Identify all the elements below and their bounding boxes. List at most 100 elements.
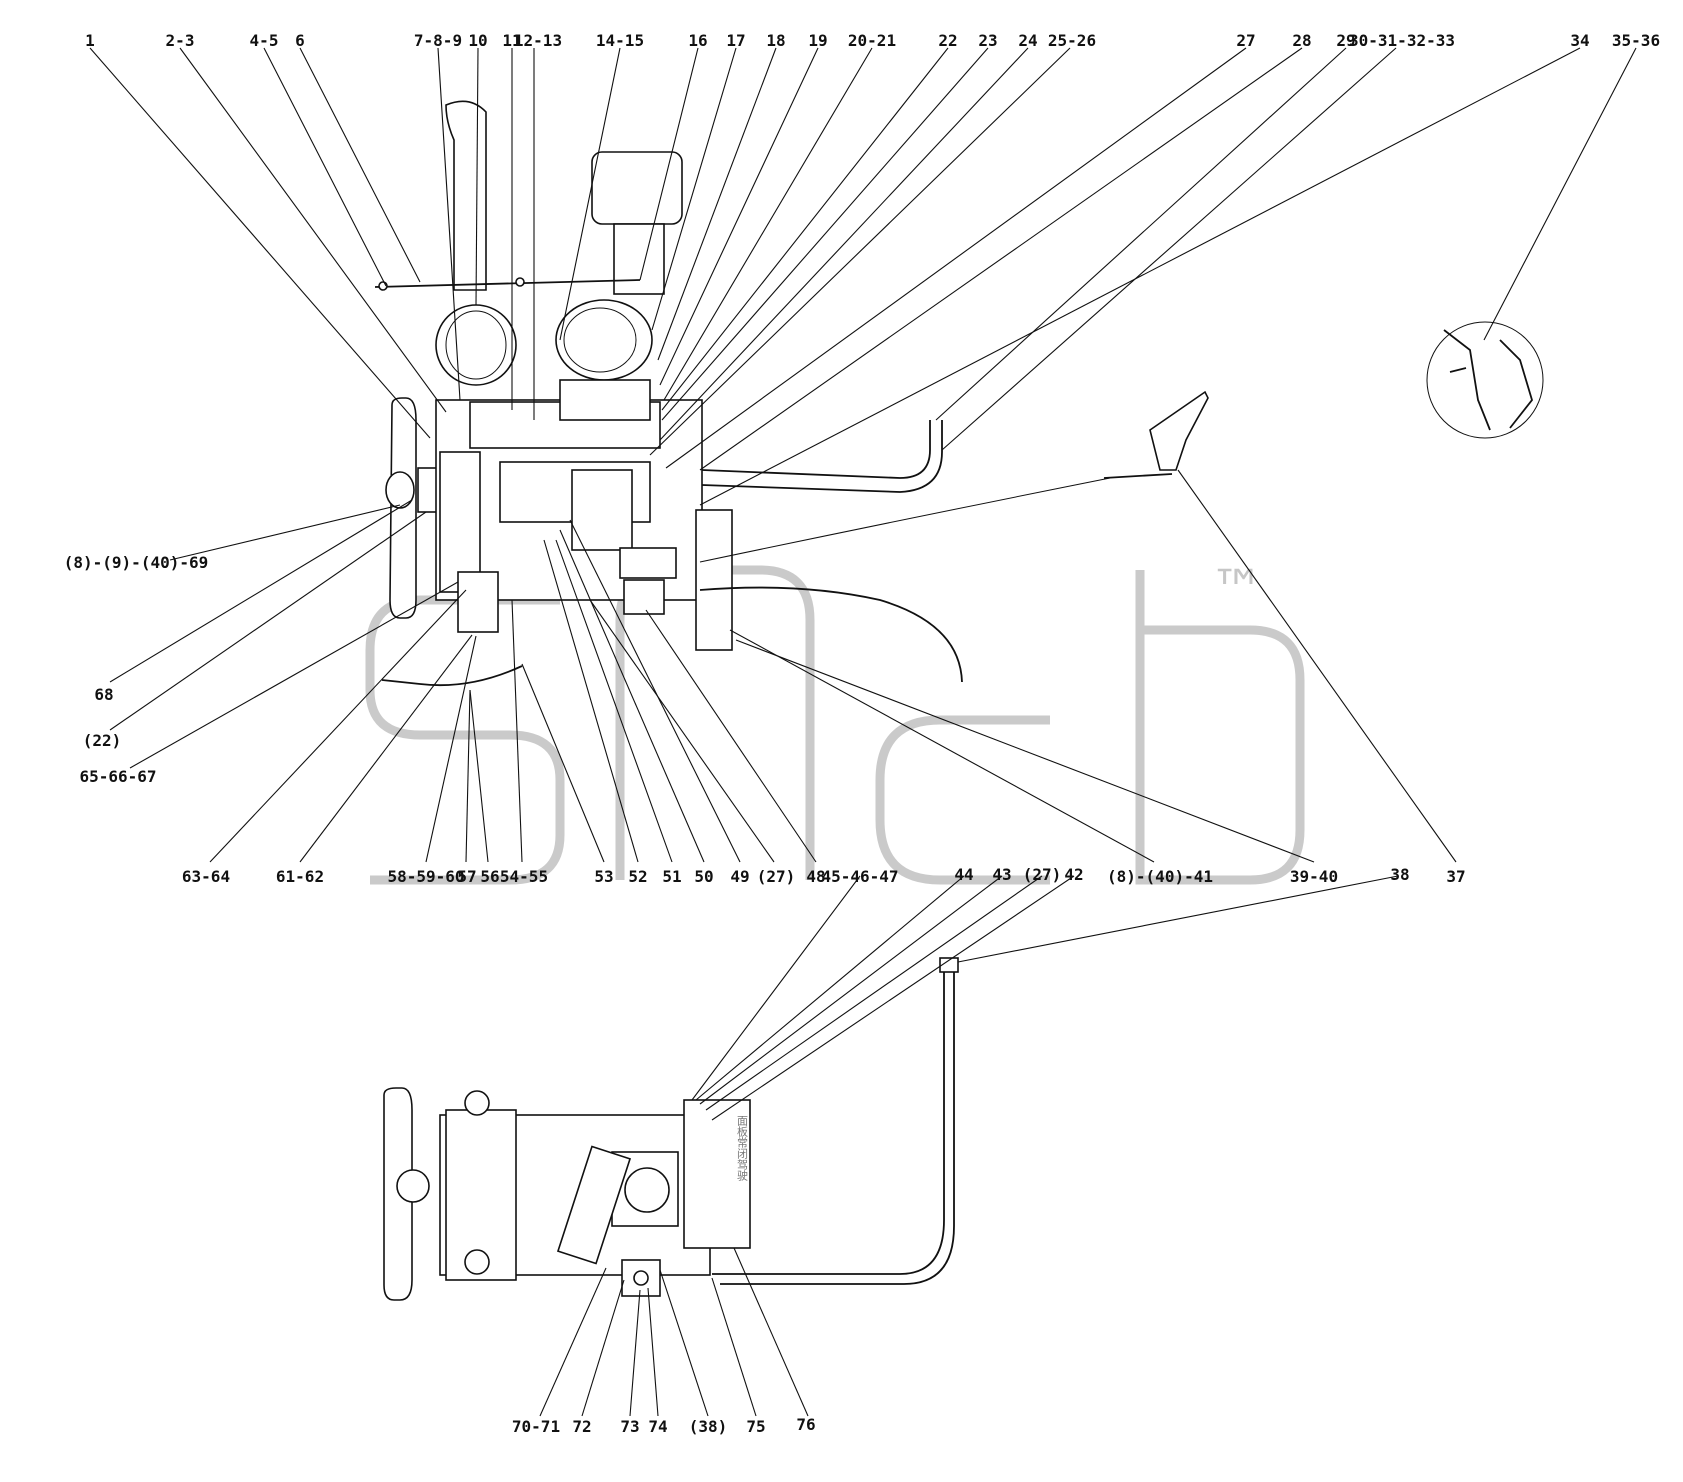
part-label: 72 bbox=[572, 1417, 591, 1436]
part-label: (27) bbox=[757, 867, 796, 886]
part-label: 70-71 bbox=[512, 1417, 560, 1436]
leader-70-71 bbox=[539, 1267, 607, 1417]
pulley-top bbox=[464, 1090, 490, 1116]
timing-cover bbox=[439, 451, 481, 593]
pedal-rod bbox=[1103, 473, 1173, 479]
part-label: 20-21 bbox=[848, 31, 896, 50]
leader-30-33 bbox=[941, 47, 1397, 451]
control-valve bbox=[623, 579, 665, 615]
pedal-line bbox=[712, 970, 955, 1285]
leader-48 bbox=[645, 609, 817, 863]
part-label: 19 bbox=[808, 31, 827, 50]
part-label: 37 bbox=[1446, 867, 1465, 886]
leader-2-3 bbox=[179, 47, 447, 413]
part-label: 42 bbox=[1064, 865, 1083, 884]
leader-16 bbox=[639, 47, 699, 281]
leader-57 bbox=[465, 689, 471, 863]
part-label: 34 bbox=[1570, 31, 1589, 50]
fan-pulley bbox=[417, 467, 439, 513]
throttle-pipe bbox=[701, 420, 943, 493]
bolt bbox=[515, 277, 525, 287]
part-label: 58-59-60 bbox=[387, 867, 464, 886]
leader-28 bbox=[699, 47, 1303, 471]
leader-76 bbox=[733, 1247, 809, 1417]
detail-view-circle bbox=[1426, 321, 1544, 439]
part-label: (38) bbox=[689, 1417, 728, 1436]
fan-hub bbox=[385, 471, 415, 509]
part-label: 17 bbox=[726, 31, 745, 50]
leader-19 bbox=[659, 47, 819, 386]
bottom-labels: 70-71 72 73 74 (38) 75 76 bbox=[512, 1415, 816, 1436]
mounting-bar bbox=[374, 279, 641, 288]
leader-29 bbox=[935, 47, 1347, 421]
part-label: 25-26 bbox=[1048, 31, 1096, 50]
part-label: 49 bbox=[730, 867, 749, 886]
part-label: 50 bbox=[694, 867, 713, 886]
part-label: 11 bbox=[502, 31, 521, 50]
part-label: 48 bbox=[806, 867, 825, 886]
leader-68 bbox=[109, 499, 413, 683]
part-label: 45-46-47 bbox=[821, 867, 898, 886]
middle-labels: 63-64 61-62 58-59-60 57 56 54-55 53 52 5… bbox=[182, 865, 1466, 886]
leader-20-21 bbox=[663, 47, 873, 401]
part-label: 18 bbox=[766, 31, 785, 50]
pedal-fitting bbox=[939, 957, 959, 973]
part-label: 63-64 bbox=[182, 867, 230, 886]
leader-27b bbox=[589, 599, 775, 863]
part-label: 29 bbox=[1336, 31, 1355, 50]
leader-63-64 bbox=[209, 589, 467, 863]
leader-22b bbox=[109, 511, 427, 731]
leader-41 bbox=[729, 629, 1155, 863]
leader-lines bbox=[89, 47, 1637, 1417]
part-label: 2-3 bbox=[166, 31, 195, 50]
watermark-letter-b bbox=[1135, 570, 1305, 885]
oil-filter bbox=[457, 571, 499, 633]
leader-75 bbox=[711, 1277, 757, 1417]
throttle-cable bbox=[699, 586, 963, 683]
leader-61-62 bbox=[299, 634, 473, 863]
leader-72 bbox=[581, 1279, 625, 1417]
leader-1 bbox=[89, 47, 431, 439]
leader-51 bbox=[555, 539, 673, 863]
leader-6 bbox=[299, 47, 421, 283]
leader-35-36 bbox=[1483, 47, 1637, 341]
turbo-housing bbox=[559, 379, 651, 421]
leader-10 bbox=[475, 47, 479, 306]
part-label: 43 bbox=[992, 865, 1011, 884]
leader-52 bbox=[543, 539, 639, 863]
part-label: 1 bbox=[85, 31, 95, 50]
exhaust-stack bbox=[445, 100, 487, 291]
part-label: 39-40 bbox=[1290, 867, 1338, 886]
intake-hose bbox=[613, 223, 665, 295]
leader-54-55 bbox=[511, 599, 523, 863]
part-label: 53 bbox=[594, 867, 613, 886]
part-label: 23 bbox=[978, 31, 997, 50]
part-label: 56 bbox=[480, 867, 499, 886]
watermark: ™ bbox=[365, 558, 1305, 885]
part-label: (27) bbox=[1023, 865, 1062, 884]
leader-38b bbox=[659, 1269, 709, 1417]
leader-45-47 bbox=[691, 875, 861, 1101]
top-labels: 1 2-3 4-5 6 7-8-9 10 11 12-13 14-15 16 1… bbox=[85, 31, 1660, 50]
part-label: 10 bbox=[468, 31, 487, 50]
part-label: (8)-(9)-(40)-69 bbox=[64, 553, 209, 572]
fuel-pump bbox=[571, 469, 633, 551]
part-label: 61-62 bbox=[276, 867, 324, 886]
part-label: 12-13 bbox=[514, 31, 562, 50]
part-label: 28 bbox=[1292, 31, 1311, 50]
fan-hub-bottom bbox=[396, 1169, 430, 1203]
part-label: 14-15 bbox=[596, 31, 644, 50]
part-label: 54-55 bbox=[500, 867, 548, 886]
pulley-bottom bbox=[464, 1249, 490, 1275]
leader-17 bbox=[651, 47, 737, 331]
cooling-fan-bottom bbox=[383, 1087, 413, 1301]
top-engine-assembly bbox=[374, 100, 1544, 687]
part-label: 7-8-9 bbox=[414, 31, 462, 50]
leader-22 bbox=[661, 47, 949, 411]
leader-25-26 bbox=[649, 47, 1071, 456]
muffler bbox=[435, 304, 517, 386]
part-label: 38 bbox=[1390, 865, 1409, 884]
part-label: 51 bbox=[662, 867, 681, 886]
part-label: 74 bbox=[648, 1417, 667, 1436]
air-intake-cap bbox=[591, 151, 683, 225]
